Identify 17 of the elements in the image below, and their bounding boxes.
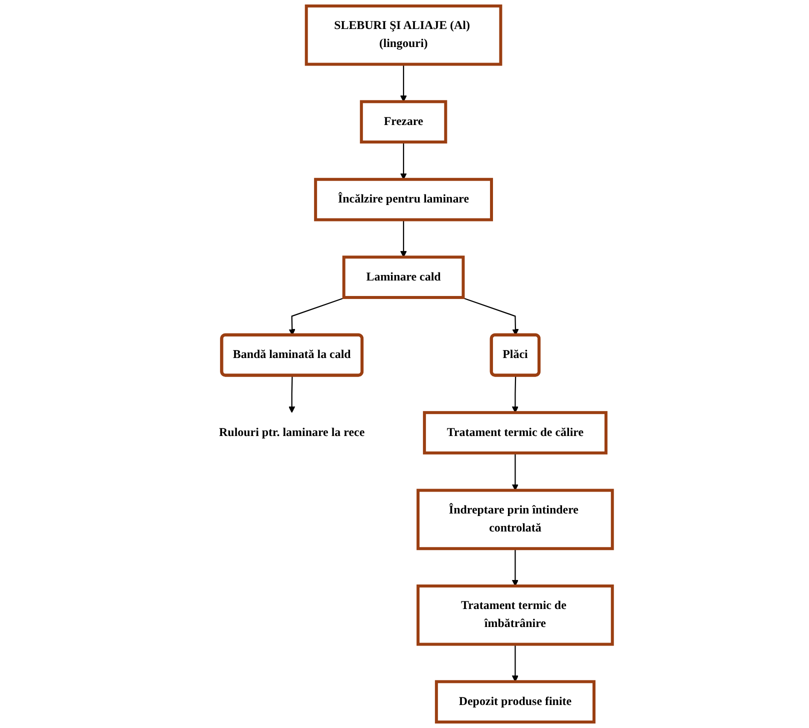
arrow bbox=[512, 452, 518, 491]
node-box: Laminare cald bbox=[342, 256, 465, 299]
node-box: Îndreptare prin întindere controlată bbox=[416, 488, 614, 550]
arrow bbox=[512, 644, 518, 682]
arrow bbox=[400, 142, 407, 180]
arrow bbox=[400, 220, 407, 258]
node-box: Tratament termic de îmbătrânire bbox=[416, 584, 614, 646]
arrow bbox=[512, 548, 518, 586]
arrow bbox=[400, 64, 407, 102]
node-box: Depozit produse finite bbox=[434, 680, 596, 724]
node-box: Încălzire pentru laminare bbox=[314, 178, 493, 222]
node-box: Tratament termic de călire bbox=[422, 411, 608, 454]
node-box: SLEBURI ŞI ALIAJE (Al) (lingouri) bbox=[304, 4, 502, 66]
arrow bbox=[512, 376, 518, 413]
node-text: Rulouri ptr. laminare la rece bbox=[219, 426, 365, 439]
node-box: Frezare bbox=[360, 100, 448, 144]
arrow bbox=[288, 376, 296, 413]
